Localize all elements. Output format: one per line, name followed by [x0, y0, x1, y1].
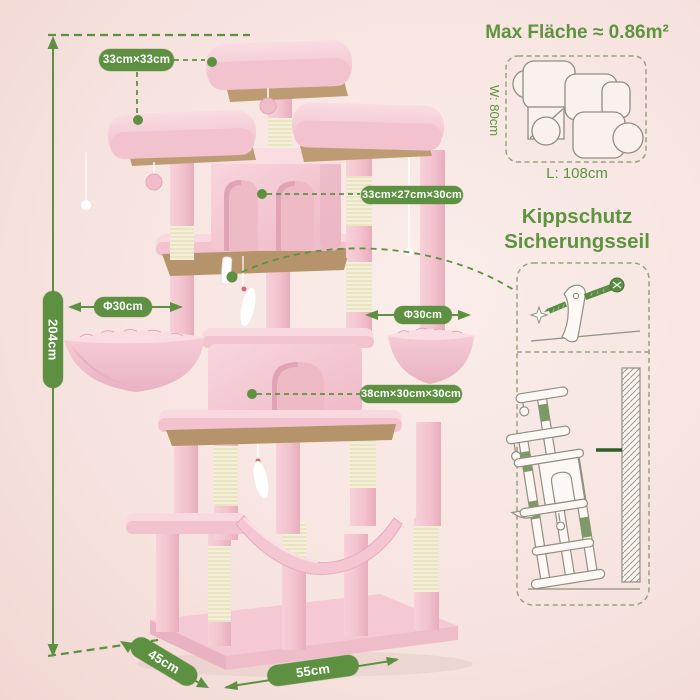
anti-tip-boxes [505, 262, 650, 606]
height-dimension-label: 204cm [43, 291, 63, 388]
max-area-title: Max Fläche ≈ 0.86m² [485, 22, 669, 43]
anti-tip-title: Kippschutz Sicherungsseil [462, 204, 692, 254]
upper-condo-dimension-label: 33cm×27cm×30cm [361, 186, 463, 204]
cat-tree-illustration [62, 40, 476, 677]
anti-tip-title-line1: Kippschutz [521, 205, 633, 228]
lower-condo-dimension-label: 38cm×30cm×30cm [360, 385, 462, 403]
top-view-diagram [505, 55, 647, 163]
width-dimension-label: W: 80cm [487, 85, 502, 137]
top-platform-dimension-label: 33cm×33cm [99, 49, 174, 71]
left-basket-diameter-label: Φ30cm [94, 297, 152, 317]
anti-tip-title-line2: Sicherungsseil [504, 230, 650, 253]
anti-tip-rope-illustration [505, 367, 641, 590]
right-basket-diameter-label: Φ30cm [394, 306, 452, 324]
length-dimension-label: L: 108cm [546, 165, 608, 182]
wall-anchor-illustration [529, 277, 641, 343]
